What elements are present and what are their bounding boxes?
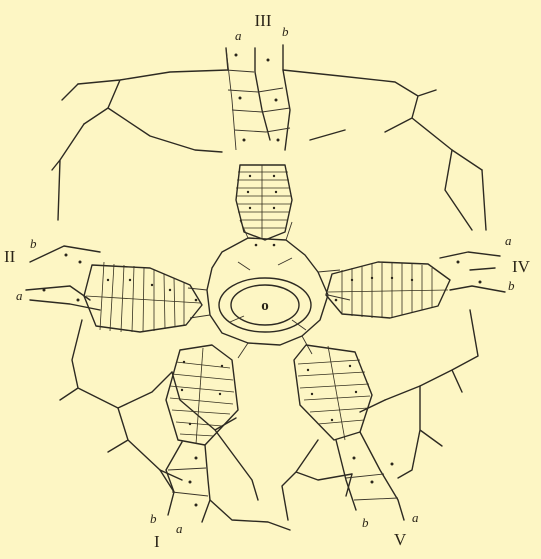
ambulacrum-i-a: a xyxy=(176,521,183,536)
ambulacrum-iv-a: a xyxy=(505,233,512,248)
numeral-ii: II xyxy=(4,247,16,266)
ambulacrum-v-b: b xyxy=(362,515,369,530)
ambulacrum-v xyxy=(294,345,404,520)
ambulacrum-ii-a: a xyxy=(16,288,23,303)
ambulacrum-i-b: b xyxy=(150,511,157,526)
ambulacrum-v-a: a xyxy=(412,510,419,525)
ambulacrum-iii-a: a xyxy=(235,28,242,43)
central-plates xyxy=(188,220,350,358)
ambulacrum-iii xyxy=(226,45,292,246)
numeral-iv: IV xyxy=(512,257,531,276)
oral-center-label: o xyxy=(261,298,269,314)
labels: o III a b II a b IV a b I a b V a b xyxy=(4,11,531,551)
ambulacrum-iv-b: b xyxy=(508,278,515,293)
ambulacrum-ii-b: b xyxy=(30,236,37,251)
numeral-i: I xyxy=(154,532,160,551)
ambulacrum-iii-b: b xyxy=(282,24,289,39)
ambulacrum-iv xyxy=(326,252,505,318)
numeral-v: V xyxy=(394,530,407,549)
ambulacrum-ii xyxy=(26,246,202,332)
interambulacral-plate-network xyxy=(52,70,486,530)
numeral-iii: III xyxy=(255,11,272,30)
ambulacrum-i xyxy=(166,345,238,522)
